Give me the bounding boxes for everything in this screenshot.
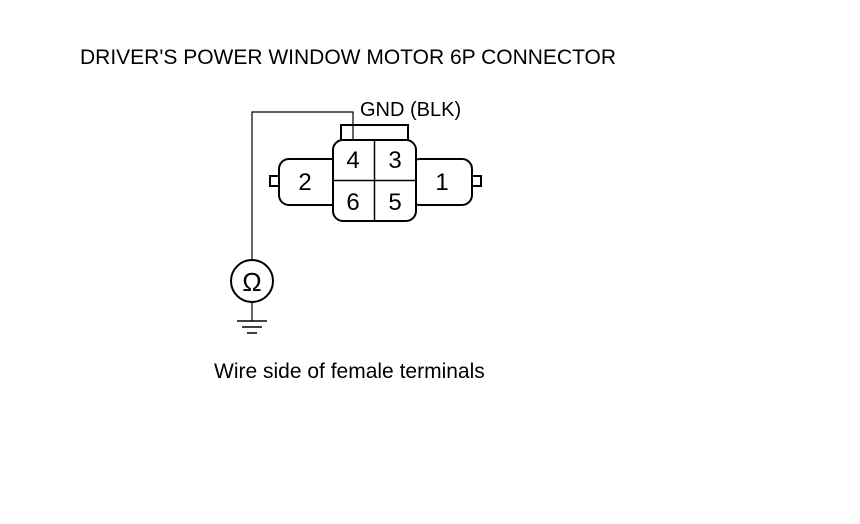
center-housing [332,139,417,222]
connector-lock-tab [340,124,409,143]
pin-1: 1 [435,169,448,196]
ground-icon [237,320,267,334]
diagram-caption: Wire side of female terminals [214,360,485,383]
pin-3: 3 [388,147,401,174]
diagram-title: DRIVER'S POWER WINDOW MOTOR 6P CONNECTOR [80,46,616,69]
test-lead-wire [251,111,354,259]
pin-6: 6 [346,189,359,216]
ohm-symbol: Ω [242,267,261,297]
pin-4: 4 [346,147,359,174]
gnd-label: GND (BLK) [360,99,461,121]
ohmmeter-icon: Ω [230,259,274,303]
pin-2: 2 [298,169,311,196]
pin-5: 5 [388,189,401,216]
